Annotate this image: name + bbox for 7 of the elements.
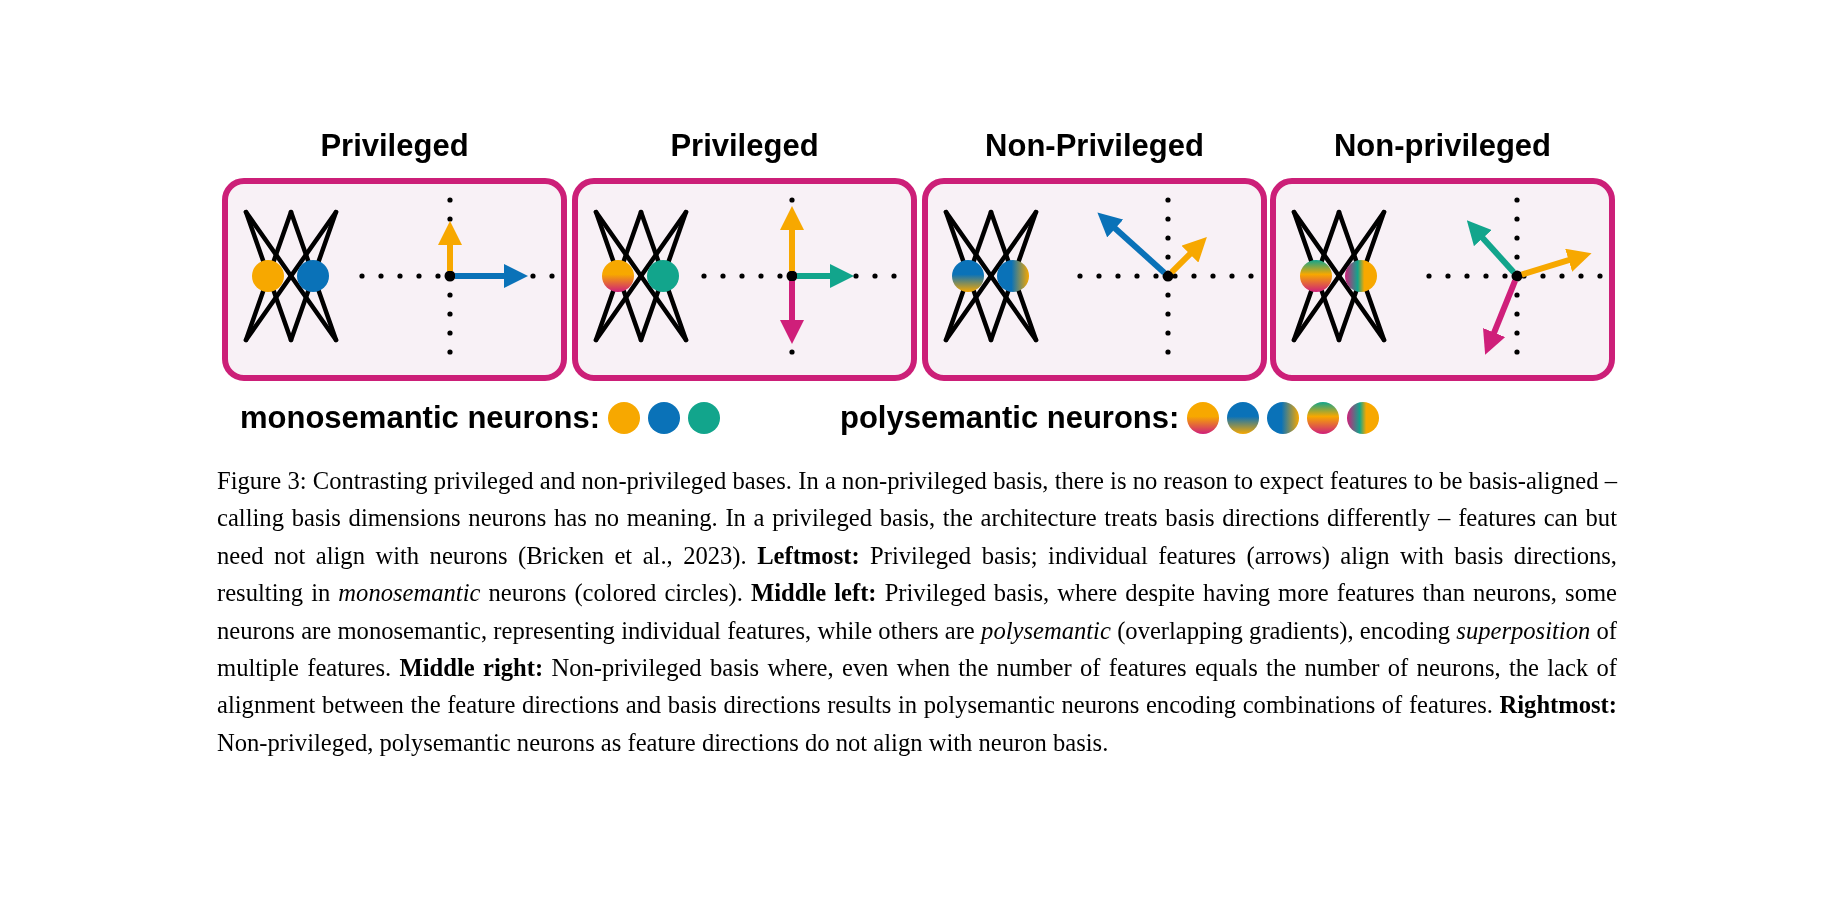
panel-title: Non-Privileged [985,128,1204,164]
panel-title: Privileged [670,128,819,164]
panel-title: Non-privileged [1334,128,1551,164]
figure-caption: Figure 3: Contrasting privileged and non-privileged bases. In a non-privileged basis, there is no reason to expect features to be basis-aligned – calling basis dimensions neurons has no meaning. In a privileged basis, the architecture treats basis directions differently – features can but need not align with neurons (Bricken et al., 2023). Leftmost: Privileged basis; individual features (arrows) align with basis directions, resulting in monosemantic neurons (colored circles). Middle left: Privileged basis, where despite having more features than neurons, some neurons are monosemantic, representing individual features, while others are polysemantic (overlapping gradients), encoding superposition of multiple features. Middle right: Non-privileged basis where, even when the number of features equals the number of neurons, the lack of alignment between the feature directions and basis directions results in polysemantic neurons encoding combinations of features. Rightmost: Non-privileged, polysemantic neurons as feature directions do not align with neuron basis. [217,466,1617,758]
row-label: polysemantic neurons: [840,400,1180,436]
row-label: monosemantic neurons: [240,400,600,436]
panel-title: Privileged [320,128,469,164]
